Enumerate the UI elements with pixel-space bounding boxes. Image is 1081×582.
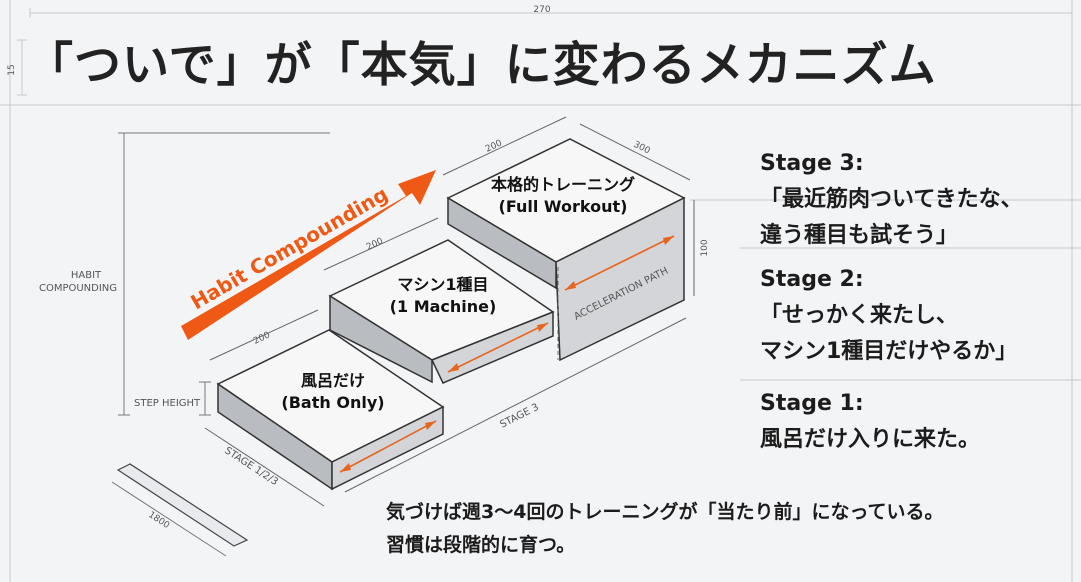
stage-3-line-1: 「最近筋肉ついてきたな、 [760, 187, 1023, 212]
dim-step-depth: 300 [632, 140, 652, 157]
dim-riser: 100 [700, 239, 710, 256]
step-2-name-en: (1 Machine) [389, 297, 497, 316]
stage-1-line-1: 風呂だけ入りに来た。 [760, 427, 981, 452]
stage-2-line-1: 「せっかく来たし、 [760, 303, 959, 328]
step-1-label: 風呂だけ (Bath Only) [268, 370, 398, 414]
stage-123-label: STAGE 1/2/3 [222, 445, 280, 488]
stage-3-line-2: 違う種目も試そう」 [760, 223, 959, 248]
arrow-heads [340, 236, 674, 472]
footer-line-2: 習慣は段階的に育つ。 [386, 534, 576, 556]
habit-dimension-line [118, 132, 330, 416]
dim-step-3: 200 [484, 138, 504, 154]
habit-compounding-arrow [181, 170, 436, 340]
stage-2-heading: Stage 2: [760, 267, 864, 292]
stage-2-line-2: マシン1種目だけやるか」 [760, 339, 1018, 364]
dim-top-left: 15 [7, 64, 17, 75]
dimension-lines [204, 116, 695, 507]
page-title: 「ついで」が「本気」に変わるメカニズム [26, 38, 937, 93]
step-3-block [446, 138, 686, 362]
dim-top: 270 [533, 5, 550, 15]
step-3-label: 本格的トレーニング (Full Workout) [478, 174, 648, 218]
habit-compounding-dim-2: COMPOUNDING [39, 283, 117, 294]
step-1-block [216, 329, 445, 491]
step-2-name-jp: マシン1種目 [397, 275, 489, 294]
base-plate [111, 463, 249, 557]
step-3-name-jp: 本格的トレーニング [490, 175, 635, 194]
footer-text: 気づけば週3〜4回のトレーニングが「当たり前」になっている。 習慣は段階的に育つ… [386, 496, 944, 562]
stage-1-heading: Stage 1: [760, 391, 864, 416]
step-height-label: STEP HEIGHT [134, 398, 201, 409]
stage-1-description: Stage 1: 風呂だけ入りに来た。 [760, 386, 980, 458]
footer-line-1: 気づけば週3〜4回のトレーニングが「当たり前」になっている。 [386, 501, 944, 523]
stage-3-description: Stage 3: 「最近筋肉ついてきたな、 違う種目も試そう」 [760, 146, 1023, 254]
stage-3-label: STAGE 3 [498, 402, 540, 431]
dim-base: 1800 [146, 510, 171, 531]
step-3-name-en: (Full Workout) [498, 197, 628, 216]
dim-step-2: 200 [365, 236, 385, 252]
acceleration-arrows [339, 235, 675, 473]
habit-compounding-dim-1: HABIT [71, 270, 102, 281]
stage-2-description: Stage 2: 「せっかく来たし、 マシン1種目だけやるか」 [760, 262, 1017, 370]
stage-3-heading: Stage 3: [760, 151, 864, 176]
step-1-name-en: (Bath Only) [281, 393, 385, 412]
step-2-label: マシン1種目 (1 Machine) [378, 274, 508, 318]
step-1-name-jp: 風呂だけ [300, 371, 365, 390]
